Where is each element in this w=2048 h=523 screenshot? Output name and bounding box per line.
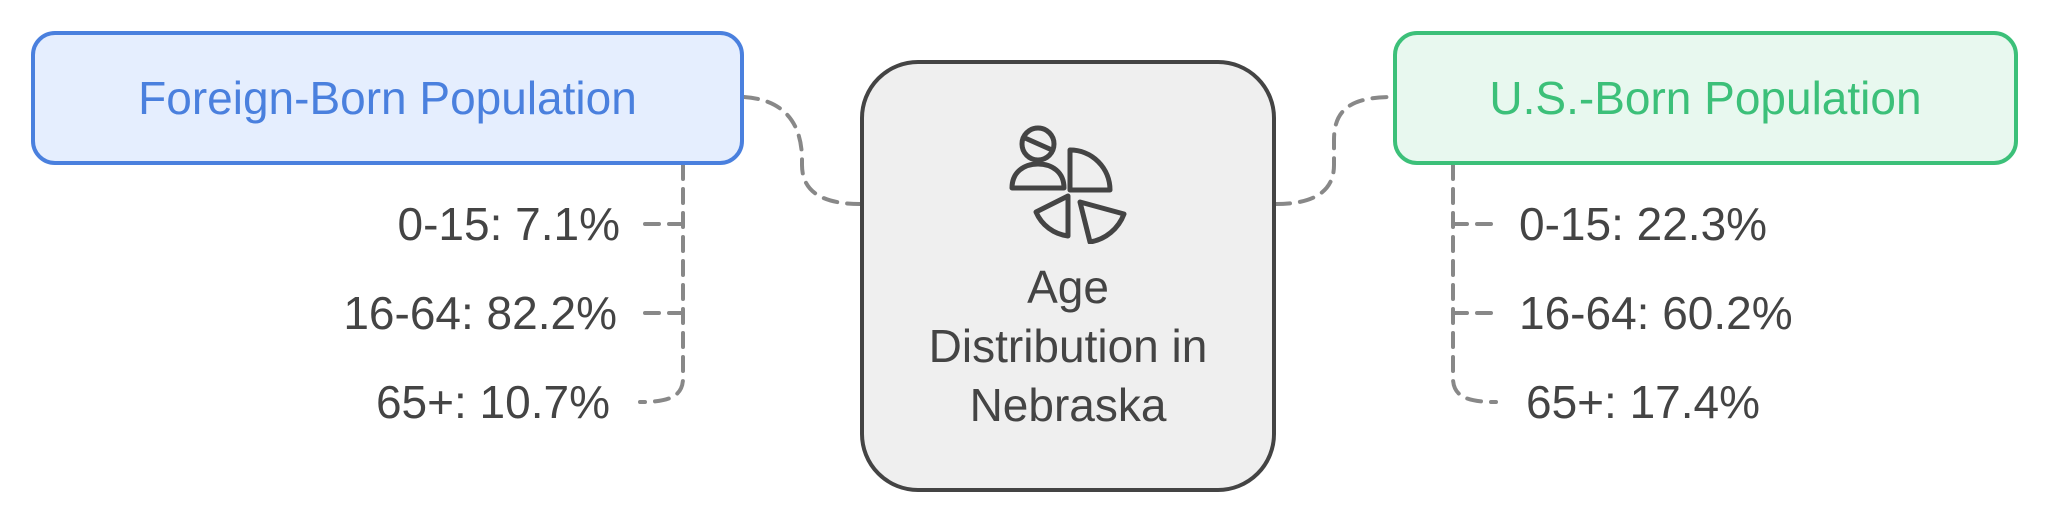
- foreign-item-0-15: 0-15: 7.1%: [397, 198, 620, 250]
- foreign-born-label: Foreign-Born Population: [138, 72, 637, 124]
- connector-us-trunk: [1451, 163, 1498, 404]
- connector-foreign-to-center: [742, 95, 862, 206]
- center-topic-box: Age Distribution in Nebraska: [860, 60, 1276, 492]
- us-item-16-64: 16-64: 60.2%: [1519, 287, 1793, 339]
- us-born-box: U.S.-Born Population: [1393, 31, 2018, 165]
- connector-center-to-us: [1274, 95, 1395, 206]
- foreign-born-box: Foreign-Born Population: [31, 31, 744, 165]
- demographics-pie-icon: [1009, 125, 1127, 244]
- center-title: Age Distribution in Nebraska: [928, 261, 1208, 431]
- us-item-65-plus: 65+: 17.4%: [1526, 376, 1761, 428]
- connector-foreign-trunk: [638, 163, 685, 404]
- foreign-item-16-64: 16-64: 82.2%: [343, 287, 617, 339]
- us-item-0-15: 0-15: 22.3%: [1519, 198, 1768, 250]
- us-born-label: U.S.-Born Population: [1489, 72, 1922, 124]
- foreign-item-65-plus: 65+: 10.7%: [375, 376, 610, 428]
